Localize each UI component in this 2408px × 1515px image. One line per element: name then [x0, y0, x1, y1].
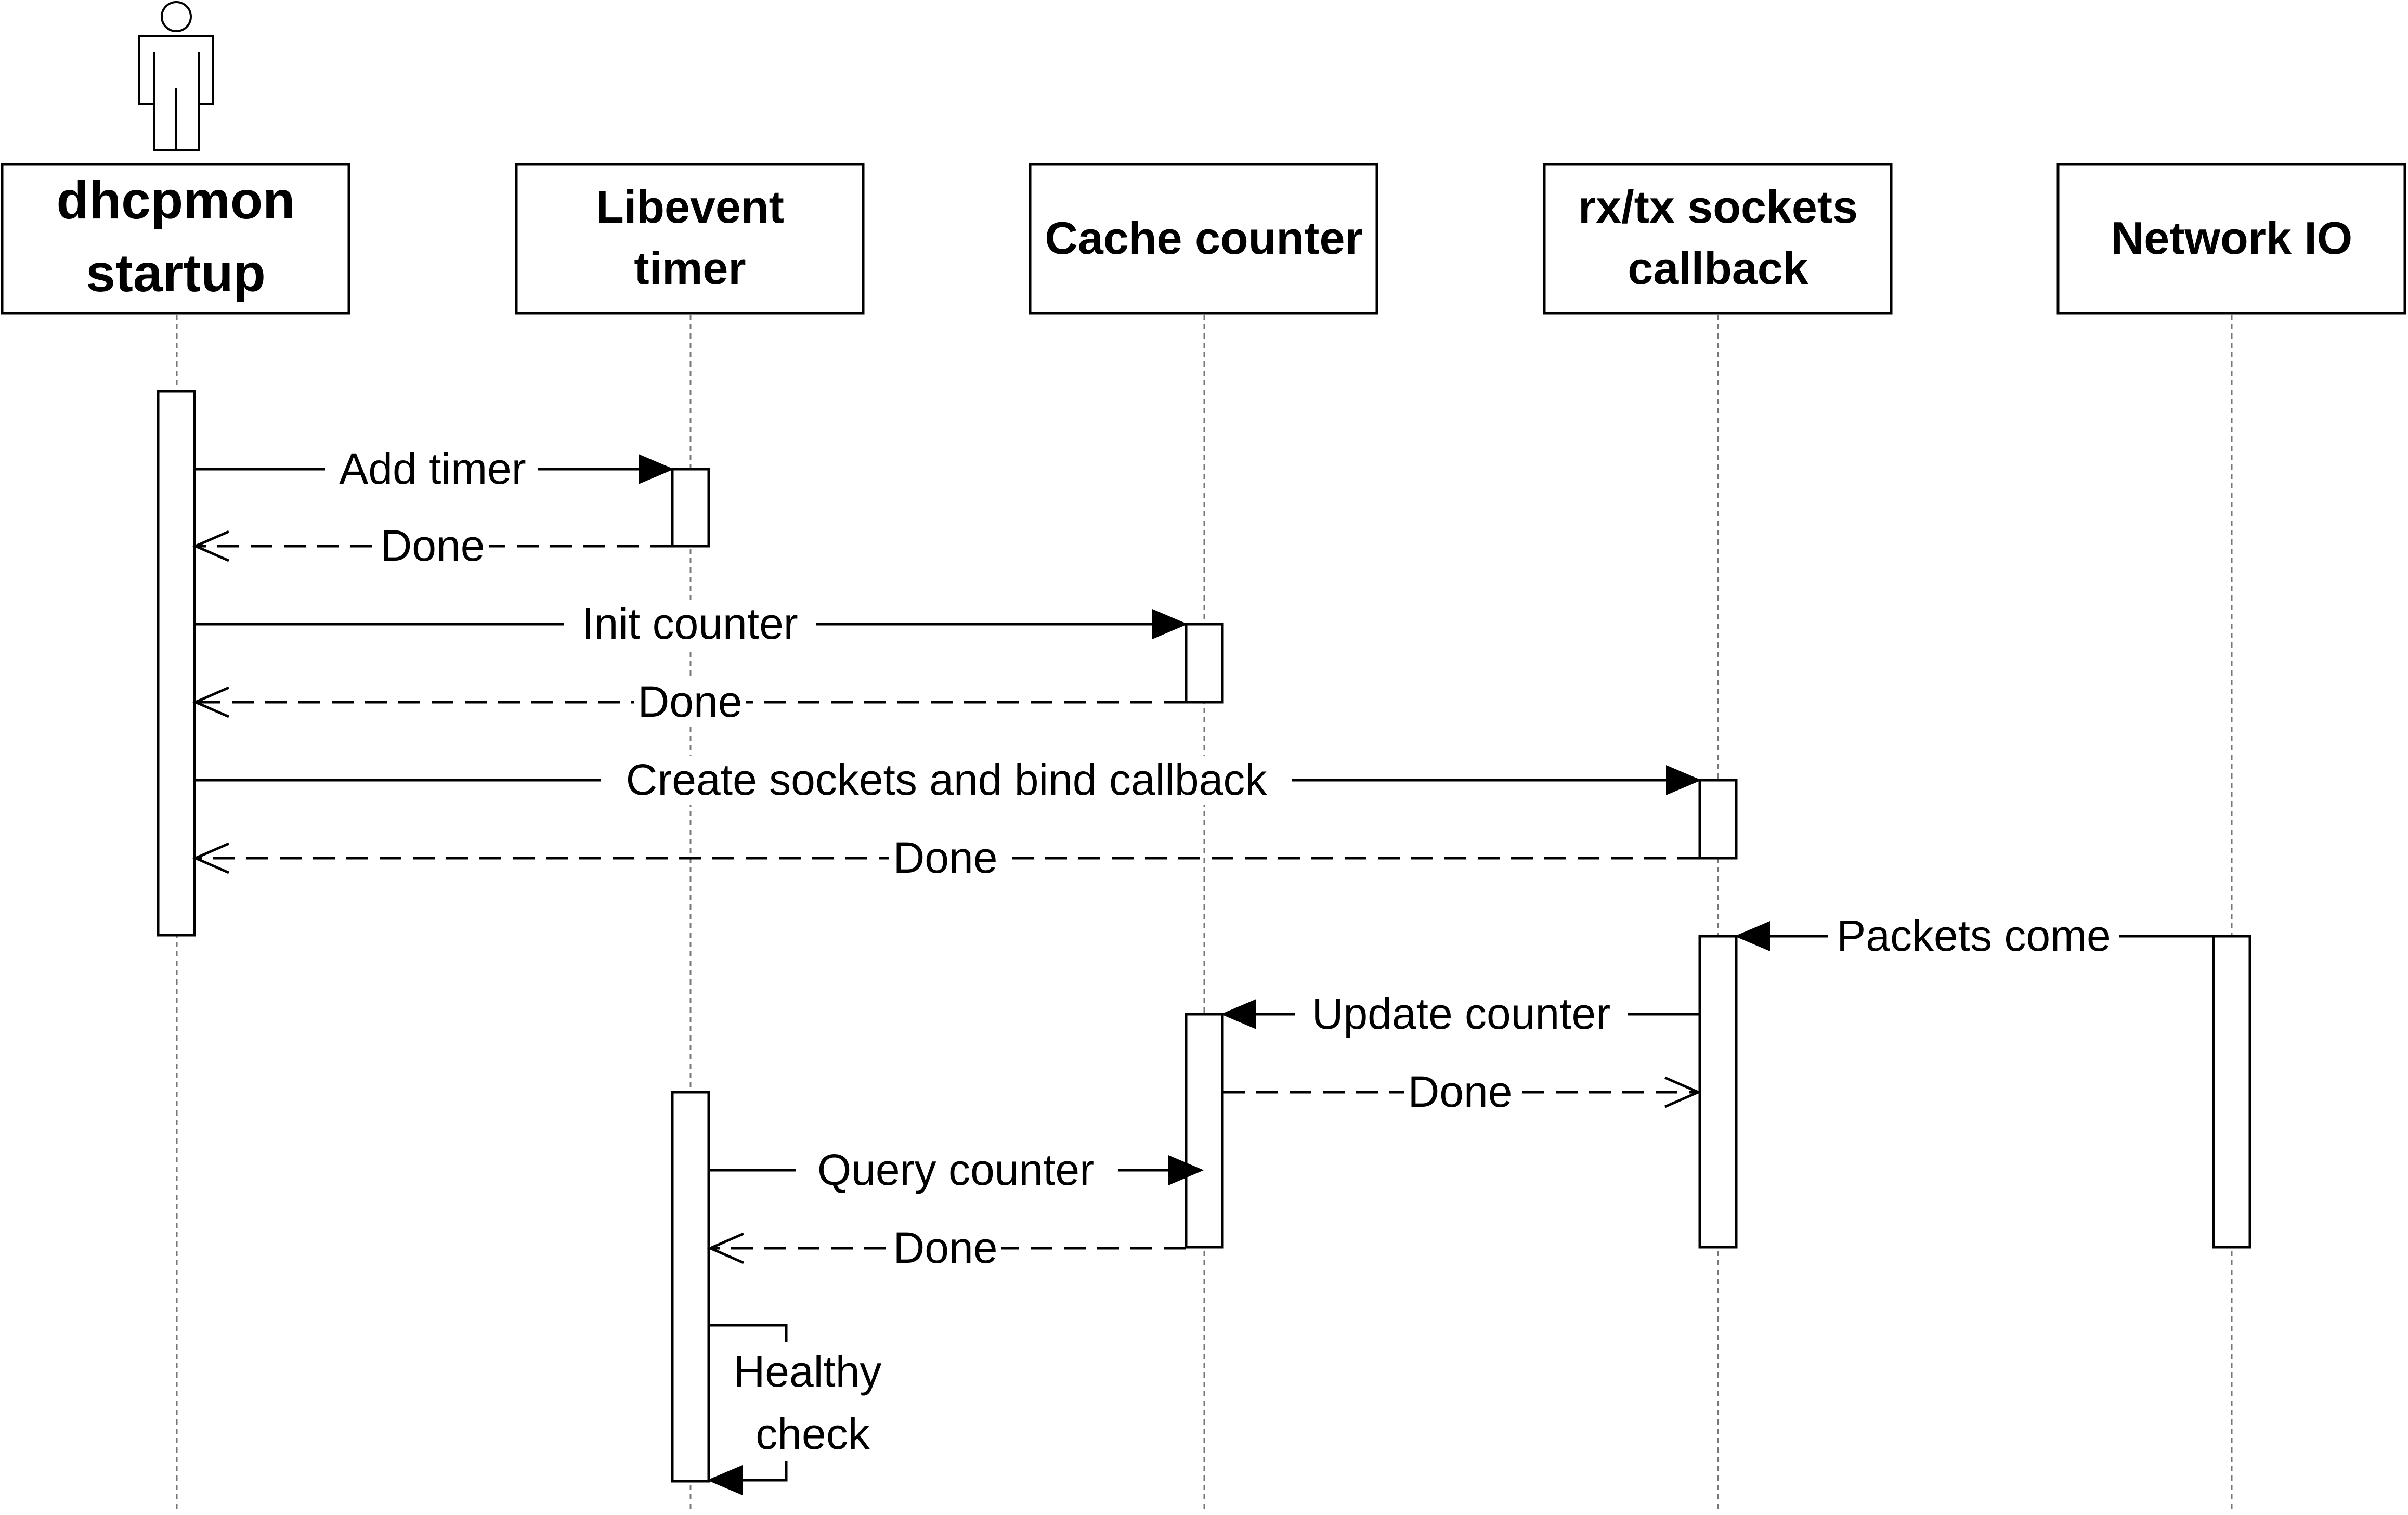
message-label: Done [893, 1223, 998, 1272]
activation-timer-1 [671, 468, 710, 548]
message-update-counter: Update counter [1220, 989, 1699, 1039]
arrowhead-filled [707, 1465, 743, 1496]
activation-cache-2 [1185, 1013, 1224, 1249]
message-init-counter: Init counter [194, 599, 1188, 649]
message-add-timer: Add timer [194, 444, 674, 494]
participant-timer: Libevent timer [515, 163, 865, 315]
message-done-timer: Done [192, 521, 672, 571]
message-label: Done [893, 833, 998, 882]
participant-timer-line1: Libevent [596, 181, 784, 232]
message-done-cache: Done [192, 677, 1186, 727]
message-query-counter: Query counter [709, 1145, 1204, 1195]
message-label: Done [381, 521, 485, 570]
activation-netio [2212, 935, 2251, 1249]
message-label: Packets come [1837, 911, 2111, 960]
message-label: Update counter [1312, 989, 1610, 1038]
message-label: Query counter [817, 1145, 1094, 1194]
activation-startup [157, 390, 196, 937]
participant-cache-line1: Cache counter [1045, 212, 1362, 264]
activation-timer-2 [671, 1091, 710, 1483]
activation-cache-1 [1185, 623, 1224, 704]
message-label: Add timer [339, 444, 526, 493]
participant-sockets-line2: callback [1628, 242, 1808, 294]
arrowhead-open [192, 686, 230, 718]
arrowhead-filled [1666, 765, 1702, 796]
participant-sockets-line1: rx/tx sockets [1578, 181, 1858, 232]
arrowhead-open [192, 530, 230, 562]
arrowhead-filled [1168, 1155, 1204, 1186]
message-label-line2: check [756, 1409, 870, 1458]
participant-timer-box [515, 163, 865, 315]
participant-startup-line2: startup [86, 243, 266, 303]
message-done-update: Done [1223, 1067, 1702, 1117]
arrowhead-open [1664, 1076, 1702, 1108]
message-done-sockets: Done [192, 833, 1699, 883]
arrowhead-open [707, 1232, 745, 1264]
message-label: Init counter [582, 599, 798, 648]
actor-figure-icon [138, 1, 214, 151]
participant-netio-box [2056, 163, 2406, 315]
activation-sockets-1 [1698, 779, 1738, 860]
message-create-sockets: Create sockets and bind callback [194, 755, 1702, 805]
arrowhead-filled [1734, 921, 1770, 952]
arrowhead-filled [1152, 608, 1188, 640]
participant-startup-box [1, 163, 350, 315]
participant-cache: Cache counter [1029, 163, 1378, 315]
message-packets-come: Packets come [1734, 911, 2213, 961]
participant-timer-line2: timer [634, 242, 746, 294]
activation-sockets-2 [1698, 935, 1738, 1249]
message-label-line1: Healthy [734, 1347, 882, 1396]
message-label: Done [638, 677, 743, 726]
activations [157, 390, 2251, 1483]
arrowhead-filled [1220, 999, 1256, 1030]
participant-sockets-box [1543, 163, 1893, 315]
participant-sockets: rx/tx sockets callback [1543, 163, 1893, 315]
participant-startup-line1: dhcpmon [57, 171, 295, 230]
message-done-query: Done [707, 1223, 1186, 1273]
participant-startup: dhcpmon startup [1, 163, 350, 315]
arrowhead-filled [639, 454, 674, 485]
message-healthy-check: Healthy check [707, 1324, 897, 1496]
arrowhead-open [192, 842, 230, 874]
participant-cache-box [1029, 163, 1378, 315]
participant-netio: Network IO [2056, 163, 2406, 315]
message-label: Create sockets and bind callback [626, 755, 1268, 804]
message-label: Done [1408, 1067, 1513, 1116]
participant-netio-line1: Network IO [2111, 212, 2353, 264]
